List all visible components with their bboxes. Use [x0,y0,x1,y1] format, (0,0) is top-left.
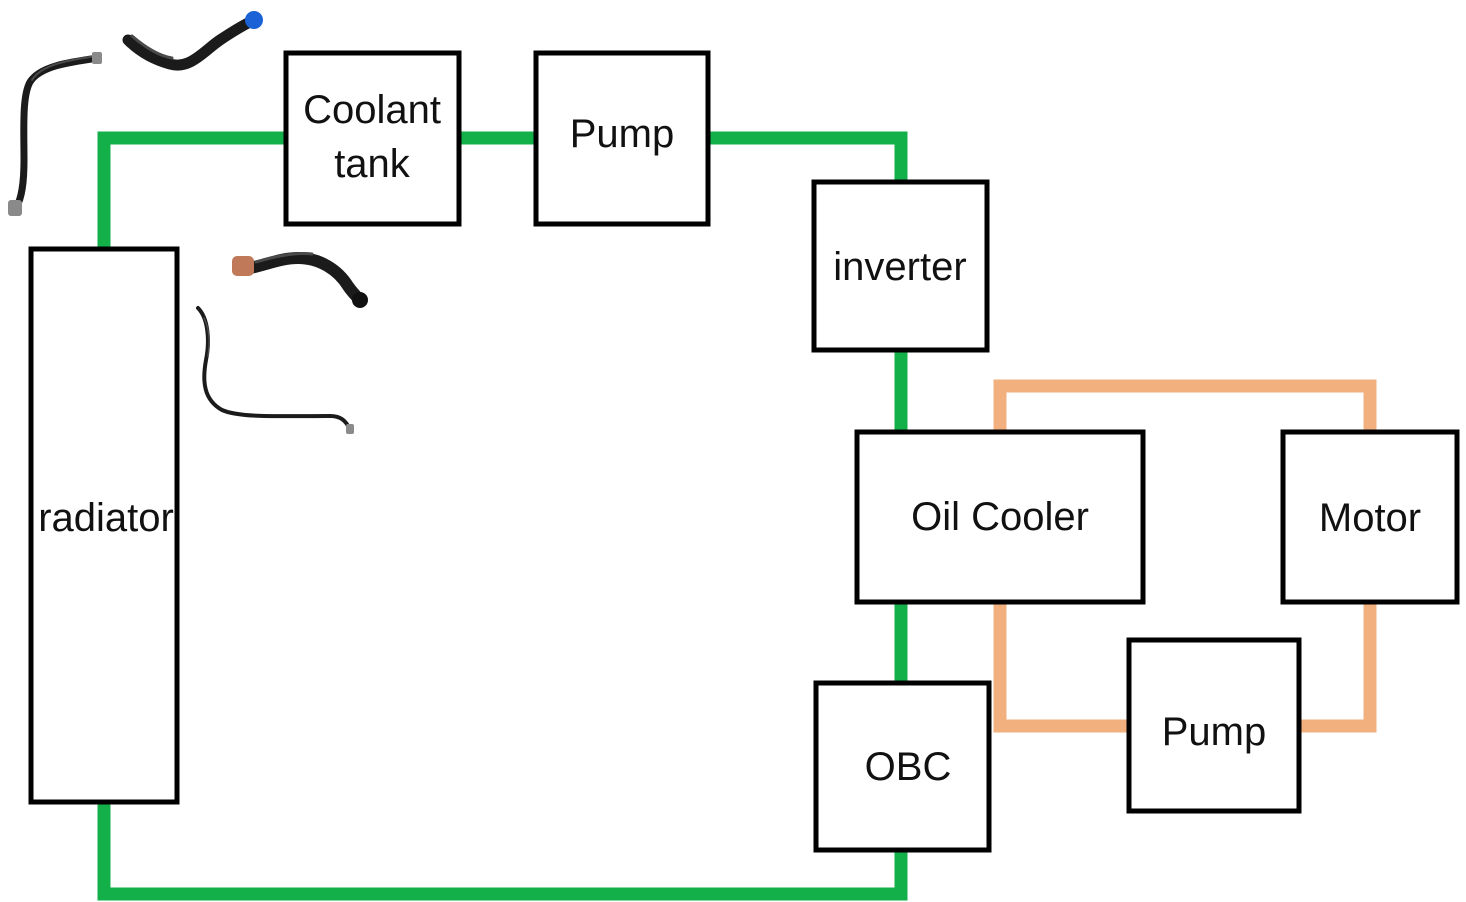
motor-label: Motor [1319,496,1421,540]
oil-pipe-oil-cooler-to-motor [993,379,1377,432]
hose-photo-4 [196,306,354,434]
coolant-pipe-pump-to-inverter [708,131,908,182]
coolant-tank-box: Coolant tank [283,50,462,227]
motor-box: Motor [1280,429,1460,605]
coolant-tank-label-line2: tank [334,142,411,186]
radiator-box: radiator [28,246,180,805]
obc-label: OBC [865,745,952,789]
oil-pipe-oil-cooler-to-pump [993,602,1129,733]
inverter-label: inverter [833,245,966,289]
oil-cooler-label: Oil Cooler [911,495,1089,539]
coolant-pipe-obc-to-radiator [97,802,908,901]
radiator-label: radiator [38,496,174,540]
obc-box: OBC [813,680,992,853]
pump-top-label: Pump [570,112,675,156]
oil-loop [993,379,1377,733]
pump-oil-label: Pump [1162,710,1267,754]
hose-photo-3 [232,252,368,308]
coolant-pipe-radiator-to-tank [97,131,286,249]
coolant-loop [97,131,908,901]
pump-oil-box: Pump [1126,637,1302,814]
hose-photo-1 [8,52,102,216]
oil-cooler-box: Oil Cooler [854,429,1146,605]
hose-photo-2 [122,11,263,71]
inverter-box: inverter [811,179,990,353]
pump-top-box: Pump [533,50,711,227]
oil-pipe-pump-to-motor [1299,602,1377,733]
coolant-tank-label-line1: Coolant [303,88,441,132]
